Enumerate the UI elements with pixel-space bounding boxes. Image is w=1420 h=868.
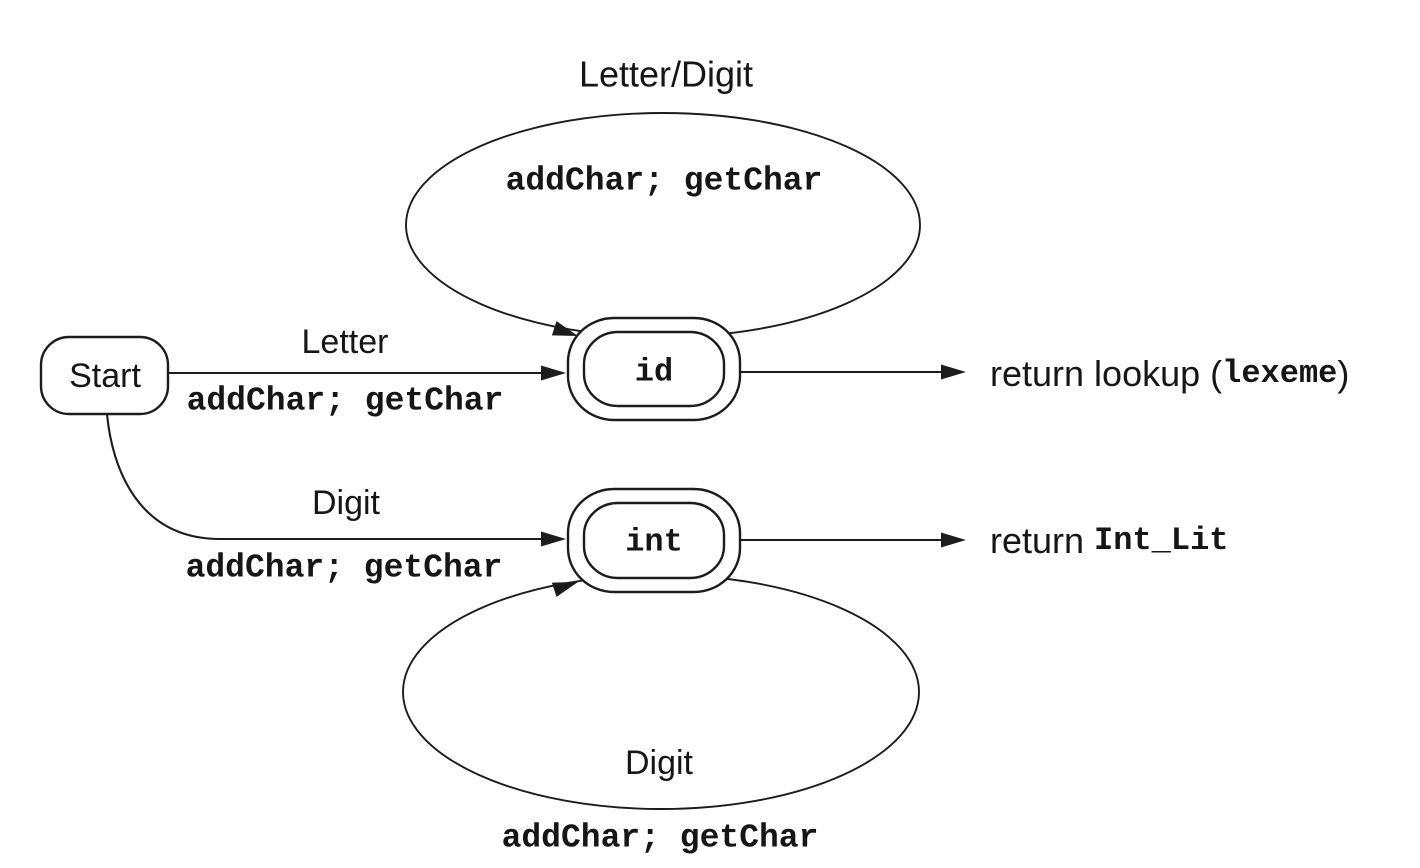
start-state-label: Start [69, 357, 141, 395]
int-return-prefix: return [990, 520, 1094, 561]
letter-transition-label: Letter [302, 323, 389, 361]
letter-transition-action: addChar; getChar [187, 383, 504, 420]
id-state-inner [582, 330, 726, 408]
start-state [39, 335, 170, 416]
int-loop-label: Digit [625, 744, 694, 782]
id-loop-action: addChar; getChar [506, 163, 823, 200]
id-return-annotation: return lookup (lexeme) [990, 353, 1349, 394]
id-return-suffix: ) [1337, 353, 1349, 394]
int-state-label: int [625, 524, 683, 561]
digit-transition-action: addChar; getChar [186, 550, 503, 587]
digit-arrowhead-icon [541, 531, 566, 547]
id-loop-arrowhead-icon [551, 321, 578, 336]
int-state-inner [582, 501, 726, 580]
digit-transition-edge [105, 413, 556, 541]
digit-transition-label: Digit [312, 484, 381, 522]
int-return-arrowhead-icon [941, 532, 966, 548]
id-return-arrowhead-icon [941, 364, 966, 380]
id-loop-label: Letter/Digit [579, 54, 753, 95]
id-state-label: id [635, 354, 673, 391]
letter-arrowhead-icon [541, 365, 566, 381]
id-return-prefix: return lookup ( [990, 353, 1222, 394]
int-loop-action: addChar; getChar [502, 820, 819, 857]
int-return-arg: Int_Lit [1094, 522, 1228, 559]
int-loop-arrowhead-icon [551, 582, 578, 597]
int-return-annotation: return Int_Lit [990, 520, 1228, 561]
id-return-arg: lexeme [1222, 355, 1337, 392]
id-self-loop [405, 112, 921, 338]
